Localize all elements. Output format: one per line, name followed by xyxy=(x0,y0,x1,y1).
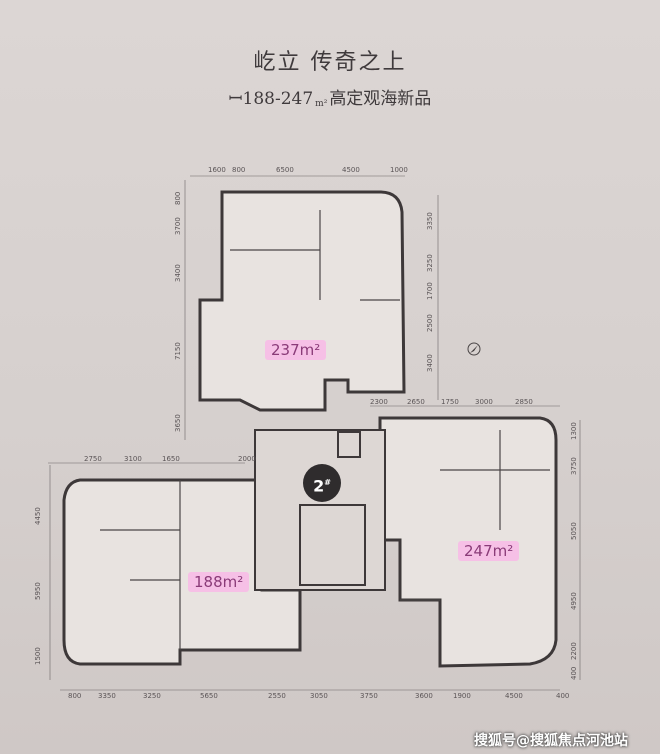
dim-left-lower-5: 5950 xyxy=(34,582,42,600)
dim-right-lower-5: 400 xyxy=(570,667,578,680)
building-number: 2 xyxy=(313,476,325,496)
unit-area-237-value: 237 xyxy=(271,341,300,359)
dim-right-lower-3: 4950 xyxy=(570,592,578,610)
dim-right-upper-0: 3350 xyxy=(426,212,434,230)
dim-top-right-0: 2300 xyxy=(370,398,388,406)
dim-top-right-4: 2850 xyxy=(515,398,533,406)
dim-bottom-2: 3250 xyxy=(143,692,161,700)
dim-left-lower-6: 1500 xyxy=(34,647,42,665)
building-number-badge: 2# xyxy=(303,464,341,502)
dim-bottom-9: 4500 xyxy=(505,692,523,700)
unit-area-247: 247m² xyxy=(458,541,520,561)
dim-right-lower-4: 2200 xyxy=(570,642,578,660)
subtitle-area-range: ꟷ188-247 xyxy=(228,89,314,109)
subtitle-tagline: 高定观海新品 xyxy=(329,89,432,109)
unit-area-188: 188m² xyxy=(188,572,250,592)
dim-left-lower-0: 2750 xyxy=(84,455,102,463)
dim-left-lower-2: 1650 xyxy=(162,455,180,463)
dim-top-1: 800 xyxy=(232,166,245,174)
dim-top-0: 1600 xyxy=(208,166,226,174)
dim-left-lower-1: 3100 xyxy=(124,455,142,463)
dim-bottom-1: 3350 xyxy=(98,692,116,700)
dim-top-right-3: 3000 xyxy=(475,398,493,406)
dim-left-upper-3: 3650 xyxy=(174,414,182,432)
dim-top-4: 1000 xyxy=(390,166,408,174)
building-number-mark: # xyxy=(324,478,331,487)
dim-bottom-4: 2550 xyxy=(268,692,286,700)
north-arrow-icon xyxy=(467,342,481,356)
dim-right-lower-2: 5050 xyxy=(570,522,578,540)
dim-top-right-1: 2650 xyxy=(407,398,425,406)
unit-area-188-value: 188 xyxy=(194,573,223,591)
dim-left-upper-4: 800 xyxy=(174,192,182,205)
unit-area-247-value: 247 xyxy=(464,542,493,560)
watermark: 搜狐号@搜狐焦点河池站 xyxy=(474,733,628,749)
dim-left-lower-4: 4450 xyxy=(34,507,42,525)
dim-top-3: 4500 xyxy=(342,166,360,174)
dim-bottom-7: 3600 xyxy=(415,692,433,700)
dim-left-upper-2: 7150 xyxy=(174,342,182,360)
dim-bottom-5: 3050 xyxy=(310,692,328,700)
dim-left-lower-3: 2000 xyxy=(238,455,256,463)
dim-left-upper-0: 3700 xyxy=(174,217,182,235)
unit-area-247-unit: m² xyxy=(492,542,514,560)
unit-area-237: 237m² xyxy=(265,340,327,360)
dim-top-2: 6500 xyxy=(276,166,294,174)
floor-plan-drawing: 1600 800 6500 4500 1000 2300 2650 1750 3… xyxy=(34,166,581,700)
dim-left-upper-1: 3400 xyxy=(174,264,182,282)
dim-bottom-6: 3750 xyxy=(360,692,378,700)
dim-right-upper-3: 2500 xyxy=(426,314,434,332)
dim-bottom-3: 5650 xyxy=(200,692,218,700)
unit-area-237-unit: m² xyxy=(299,341,321,359)
dim-bottom-0: 800 xyxy=(68,692,81,700)
dim-right-upper-4: 3400 xyxy=(426,354,434,372)
subtitle-unit: m² xyxy=(315,99,328,109)
dim-bottom-10: 400 xyxy=(556,692,569,700)
dim-top-right-2: 1750 xyxy=(441,398,459,406)
dim-right-lower-1: 3750 xyxy=(570,457,578,475)
page-title: 屹立 传奇之上 xyxy=(253,50,407,75)
unit-area-188-unit: m² xyxy=(222,573,244,591)
dim-right-lower-0: 1300 xyxy=(570,422,578,440)
dim-right-upper-1: 3250 xyxy=(426,254,434,272)
dim-bottom-8: 1900 xyxy=(453,692,471,700)
dim-right-upper-2: 1700 xyxy=(426,282,434,300)
